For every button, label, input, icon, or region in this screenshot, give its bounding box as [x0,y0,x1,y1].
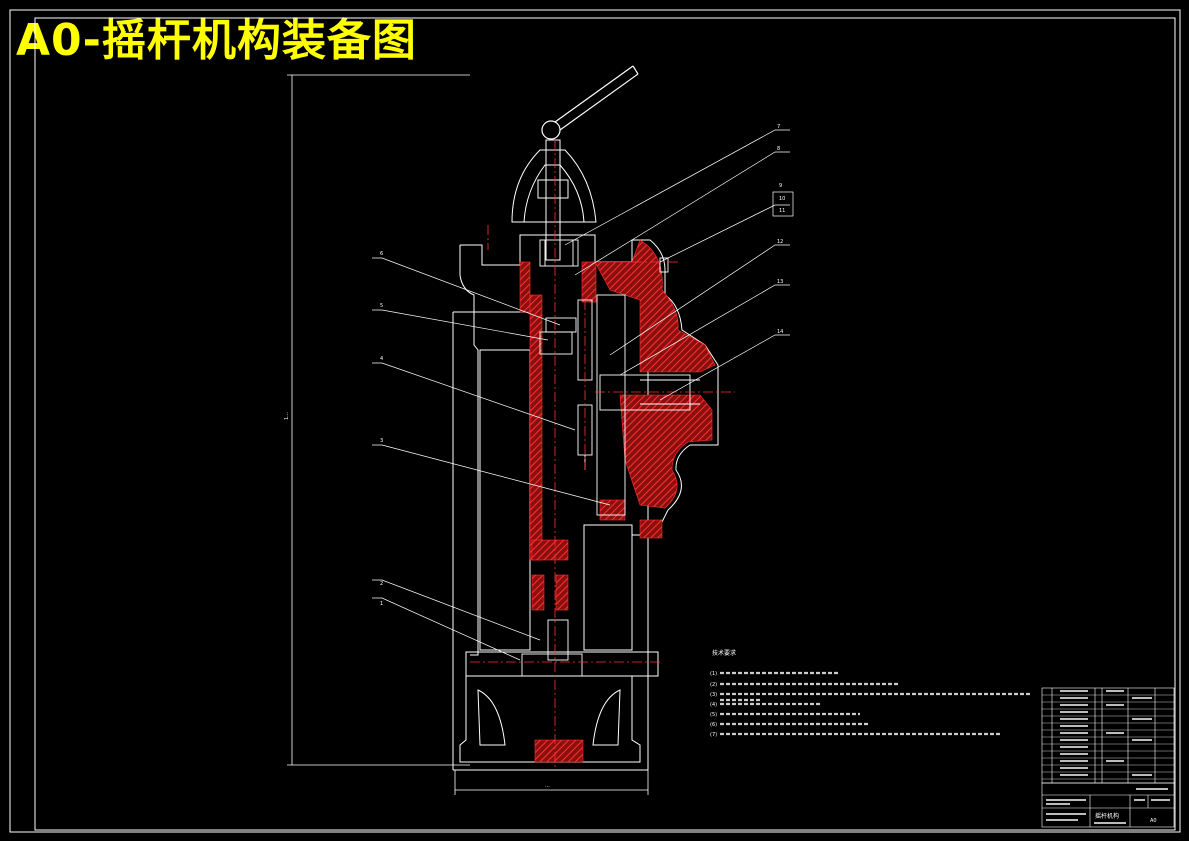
balloon-10: 10 [779,196,785,202]
title-block-name: 摇杆机构 [1095,812,1119,820]
balloon-8: 8 [777,146,780,152]
leader-lines [372,129,790,661]
balloon-11: 11 [779,208,785,214]
parts-list [1041,687,1175,784]
housing [452,234,719,771]
handle-lever [541,65,639,140]
tech-note-2: (2) [710,682,717,688]
tech-notes-heading: 技术要求 [712,649,736,657]
balloon-5: 5 [380,303,383,309]
balloon-7: 7 [777,124,780,130]
height-dimension [287,74,470,766]
tech-note-5: (5) [710,712,717,718]
balloon-1: 1 [380,601,383,607]
callout-box [772,191,794,217]
tech-note-3: (3) [710,692,717,698]
height-dimension-text: 1... [284,412,290,420]
balloon-6: 6 [380,251,383,257]
tech-note-4: (4) [710,702,717,708]
top-bracket [511,139,597,261]
center-lines [470,140,735,770]
tech-note-1: (1) [710,671,717,677]
technical-notes: 技术要求 (1) (2) (3) (4) (5) (6) (7) [710,649,1030,738]
title-block-text [1046,788,1170,824]
tech-note-7: (7) [710,732,717,738]
balloon-2: 2 [380,581,383,587]
balloon-4: 4 [380,356,383,362]
tech-note-6: (6) [710,722,717,728]
drawing-title: A0-摇杆机构装备图 [16,15,417,66]
title-block-sheet: A0 [1150,818,1157,824]
balloon-12: 12 [777,239,783,245]
outer-border [9,9,1181,833]
width-dimension [454,770,649,795]
hatched-sections [519,239,716,763]
title-block [1041,782,1175,828]
balloon-9: 9 [779,183,782,189]
balloon-14: 14 [777,329,783,335]
balloon-3: 3 [380,438,383,444]
inner-border [34,17,1176,831]
shaft-details [521,239,700,677]
balloon-13: 13 [777,279,783,285]
width-dimension-text: ... [545,783,550,789]
parts-list-text [1060,690,1152,776]
